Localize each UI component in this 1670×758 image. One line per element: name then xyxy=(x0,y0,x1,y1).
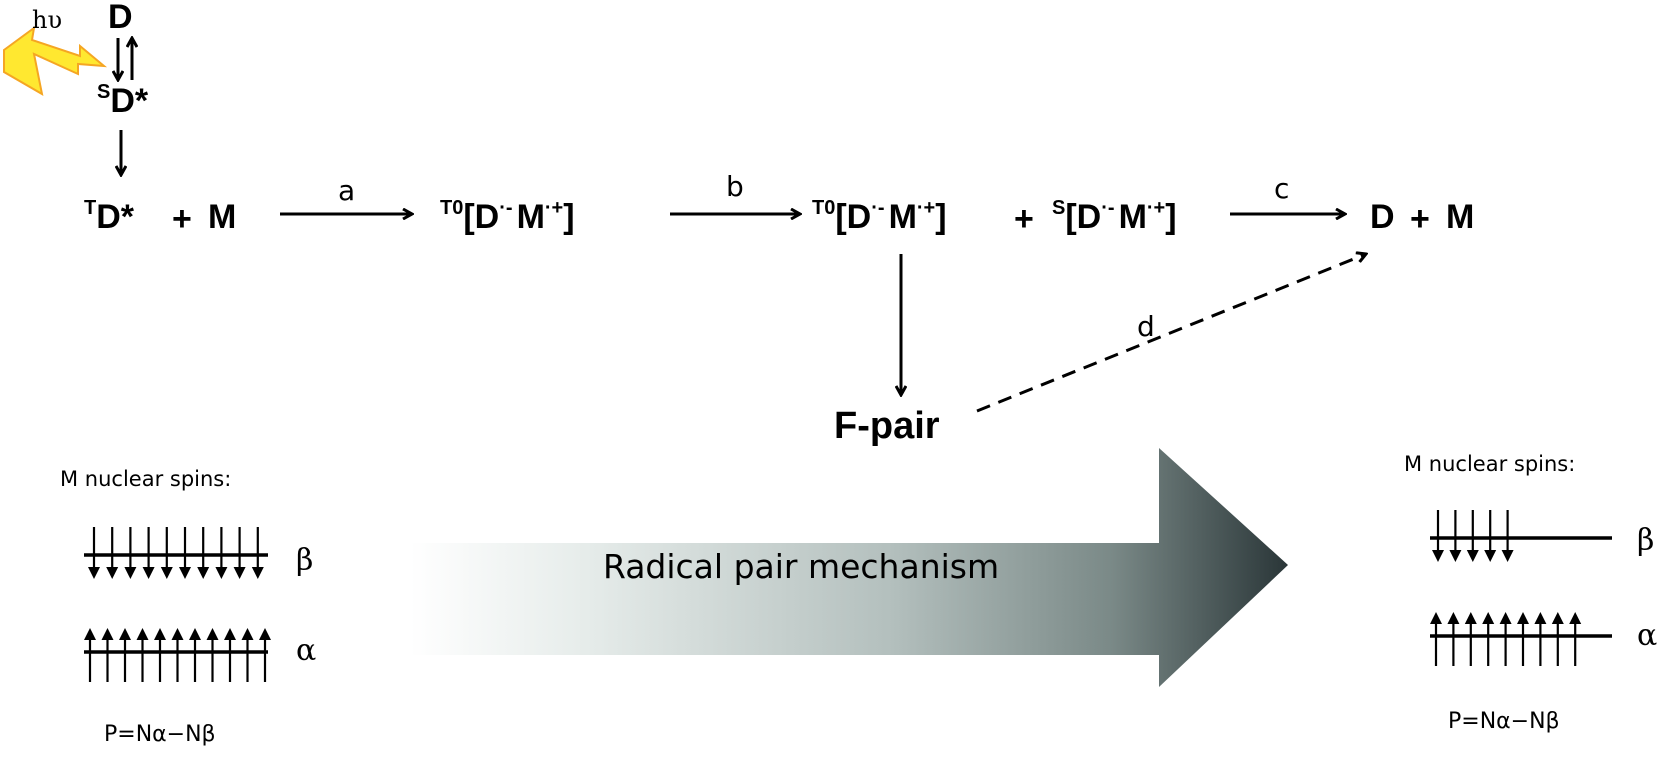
arrowhead-icon xyxy=(197,567,210,579)
polarization-formula: P=Nα−Nβ xyxy=(1448,709,1560,734)
arrowhead-icon xyxy=(101,628,114,640)
plus-sign: + xyxy=(172,200,192,238)
arrowhead-icon xyxy=(154,628,166,640)
arrowhead-icon xyxy=(251,567,264,579)
quencher-m: M xyxy=(208,198,236,236)
arrowhead-icon xyxy=(241,628,254,640)
arrowhead-icon xyxy=(84,628,96,640)
light-energy-label: hυ xyxy=(32,6,62,34)
arrowhead-icon xyxy=(1432,550,1444,562)
step-d-label: d xyxy=(1137,310,1155,343)
step-b-label: b xyxy=(726,170,744,203)
alpha-label: α xyxy=(1637,618,1657,653)
arrowhead-icon xyxy=(160,567,173,579)
arrowhead-icon xyxy=(1466,550,1479,562)
arrowhead-icon xyxy=(1499,612,1512,624)
arrowhead-icon xyxy=(124,567,137,579)
triplet-reactant: TD* xyxy=(84,197,135,236)
step-d-dashed-arrow xyxy=(976,254,1366,413)
step-a-label: a xyxy=(338,174,355,207)
arrowhead-icon xyxy=(1430,612,1442,624)
spins-title: M nuclear spins: xyxy=(1404,452,1575,476)
arrowhead-icon xyxy=(206,628,219,640)
arrowhead-icon xyxy=(233,567,246,579)
alpha-label: α xyxy=(296,633,316,668)
arrowhead-icon xyxy=(1464,612,1477,624)
singlet-radical-pair: S[D·-M·+] xyxy=(1052,197,1177,236)
plus-sign: + xyxy=(1014,200,1034,238)
alpha-spin-arrows xyxy=(84,628,271,682)
arrowhead-icon xyxy=(179,567,191,579)
triplet-radical-pair-1: T0[D·-M·+] xyxy=(440,197,575,236)
plus-sign: + xyxy=(1410,200,1430,238)
product-m: M xyxy=(1446,198,1474,236)
arrowhead-icon xyxy=(119,628,131,640)
arrowhead-icon xyxy=(1501,550,1514,562)
arrowhead-icon xyxy=(259,628,271,640)
mechanism-gradient-arrow xyxy=(410,448,1288,687)
beta-label: β xyxy=(1637,523,1654,558)
product-d: D xyxy=(1370,198,1395,236)
arrowhead-icon xyxy=(106,567,119,579)
right-spin-panel: M nuclear spins: β α P=Nα−Nβ xyxy=(1404,452,1657,734)
polarization-formula: P=Nα−Nβ xyxy=(104,722,216,747)
arrowhead-icon xyxy=(1517,612,1529,624)
arrowhead-icon xyxy=(136,628,149,640)
f-pair-label: F-pair xyxy=(834,405,940,447)
beta-spin-arrows xyxy=(1432,510,1514,562)
spins-title: M nuclear spins: xyxy=(60,467,231,491)
beta-label: β xyxy=(296,543,313,578)
lightning-bolt-icon xyxy=(3,25,108,96)
arrowhead-icon xyxy=(171,628,184,640)
arrowhead-icon xyxy=(1484,550,1497,562)
mechanism-label: Radical pair mechanism xyxy=(603,547,999,586)
arrowhead-icon xyxy=(1449,550,1462,562)
triplet-radical-pair-2: T0[D·-M·+] xyxy=(812,197,947,236)
arrowhead-icon xyxy=(1482,612,1495,624)
left-spin-panel: M nuclear spins: β α P=Nα−Nβ xyxy=(60,467,316,747)
arrowhead-icon xyxy=(224,628,236,640)
arrowhead-icon xyxy=(142,567,155,579)
arrowhead-icon xyxy=(1534,612,1547,624)
arrowhead-icon xyxy=(1569,612,1582,624)
arrowhead-icon xyxy=(88,567,100,579)
arrowhead-icon xyxy=(1551,612,1564,624)
arrowhead-icon xyxy=(215,567,228,579)
step-c-label: c xyxy=(1274,172,1289,205)
arrowhead-icon xyxy=(189,628,201,640)
beta-spin-arrows xyxy=(88,527,264,579)
ground-state-d: D xyxy=(108,0,133,36)
arrowhead-icon xyxy=(1447,612,1460,624)
singlet-excited-state: SD* xyxy=(97,81,149,120)
alpha-spin-arrows xyxy=(1430,612,1582,666)
